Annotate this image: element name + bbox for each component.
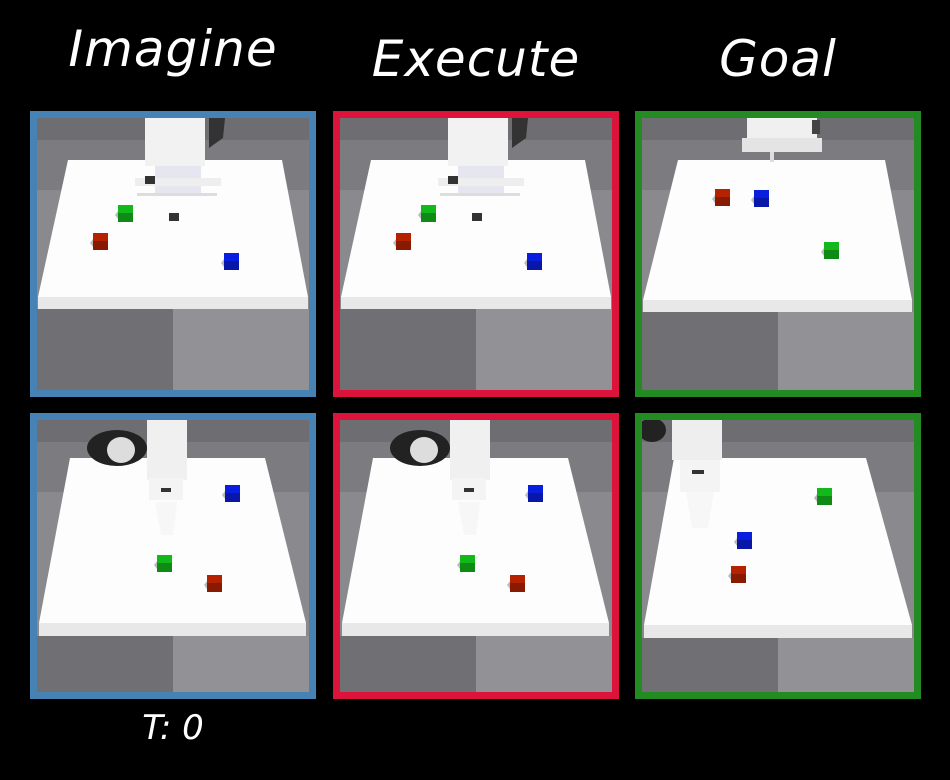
execute-title: Execute xyxy=(371,30,581,88)
goal-title: Goal xyxy=(719,30,837,88)
imagine-frame-2 xyxy=(30,413,316,699)
blue-cube xyxy=(221,253,239,270)
red-cube xyxy=(393,233,411,250)
robot-arm xyxy=(438,118,528,221)
table-top xyxy=(643,160,912,300)
table-top xyxy=(341,160,611,297)
table-top xyxy=(38,160,308,297)
red-cube xyxy=(712,189,730,206)
imagine-frame-1 xyxy=(30,111,316,397)
table-edge xyxy=(341,297,611,309)
scene xyxy=(37,420,309,692)
table-edge xyxy=(38,297,308,309)
red-cube xyxy=(90,233,108,250)
blue-cube xyxy=(525,485,543,502)
blue-cube xyxy=(751,190,769,207)
green-cube xyxy=(418,205,436,222)
table-edge xyxy=(644,625,912,638)
red-cube xyxy=(507,575,525,592)
robot-arm xyxy=(135,118,225,221)
green-cube xyxy=(814,488,832,505)
goal-frame-1 xyxy=(635,111,921,397)
blue-cube xyxy=(734,532,752,549)
scene xyxy=(340,118,612,390)
execute-frame-1 xyxy=(333,111,619,397)
robot-arm xyxy=(390,420,490,535)
blue-cube xyxy=(524,253,542,270)
robot-arm xyxy=(642,420,722,528)
scene xyxy=(642,118,914,390)
scene xyxy=(642,420,914,692)
goal-frame-2 xyxy=(635,413,921,699)
table-edge xyxy=(342,623,609,636)
red-cube xyxy=(728,566,746,583)
execute-frame-2 xyxy=(333,413,619,699)
robot-arm xyxy=(742,118,822,162)
green-cube xyxy=(457,555,475,572)
scene xyxy=(340,420,612,692)
green-cube xyxy=(115,205,133,222)
red-cube xyxy=(204,575,222,592)
green-cube xyxy=(821,242,839,259)
robot-arm xyxy=(87,420,187,535)
timestep-label: T: 0 xyxy=(142,708,204,748)
scene xyxy=(37,118,309,390)
table-edge xyxy=(39,623,306,636)
green-cube xyxy=(154,555,172,572)
imagine-title: Imagine xyxy=(68,20,278,78)
blue-cube xyxy=(222,485,240,502)
table-edge xyxy=(643,300,912,312)
